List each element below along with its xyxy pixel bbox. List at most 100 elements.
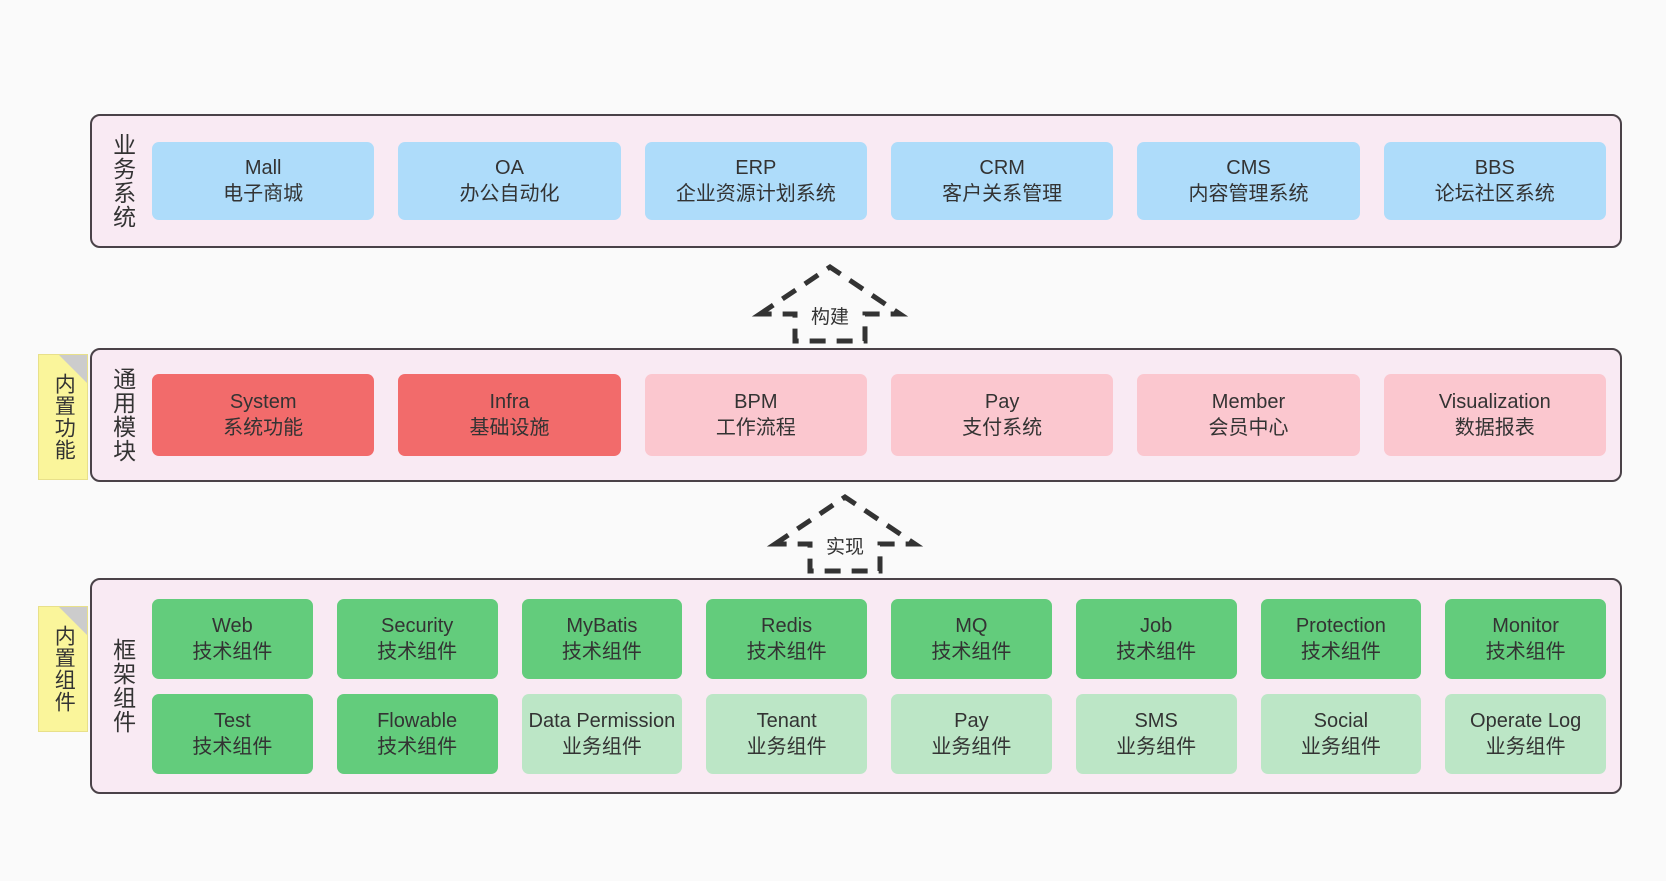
card-subtitle: 客户关系管理 xyxy=(942,183,1063,205)
card-subtitle: 技术组件 xyxy=(377,735,458,758)
card-title: Pay xyxy=(984,391,1020,413)
card-row: Mall 电子商城 OA 办公自动化 ERP 企业资源计划系统 CRM 客户关系… xyxy=(152,142,1606,220)
card-crm[interactable]: CRM 客户关系管理 xyxy=(890,142,1114,220)
card-cms[interactable]: CMS 内容管理系统 xyxy=(1137,142,1360,220)
card-title: Social xyxy=(1313,709,1369,732)
card-title: Monitor xyxy=(1492,614,1559,637)
card-subtitle: 技术组件 xyxy=(1300,640,1381,663)
card-mall[interactable]: Mall 电子商城 xyxy=(152,142,375,220)
card-title: BBS xyxy=(1474,157,1515,179)
card-protection[interactable]: Protection 技术组件 xyxy=(1260,598,1422,679)
card-subtitle: 技术组件 xyxy=(1116,640,1197,663)
card-row: Test 技术组件 Flowable 技术组件 Data Permission … xyxy=(152,693,1606,774)
card-subtitle: 支付系统 xyxy=(962,417,1043,439)
card-bpm[interactable]: BPM 工作流程 xyxy=(644,374,867,456)
connector-implement-label: 实现 xyxy=(823,532,867,559)
card-job[interactable]: Job 技术组件 xyxy=(1075,598,1237,679)
card-subtitle: 电子商城 xyxy=(223,183,304,205)
card-oa[interactable]: OA 办公自动化 xyxy=(398,142,621,220)
card-title: MQ xyxy=(955,614,988,637)
card-row: Web 技术组件 Security 技术组件 MyBatis 技术组件 Redi… xyxy=(152,598,1606,679)
card-monitor[interactable]: Monitor 技术组件 xyxy=(1445,598,1606,679)
card-title: CMS xyxy=(1226,157,1271,179)
card-title: MyBatis xyxy=(566,614,638,637)
card-title: System xyxy=(229,391,297,413)
card-row: System 系统功能 Infra 基础设施 BPM 工作流程 Pay 支付系统… xyxy=(152,374,1606,456)
card-test[interactable]: Test 技术组件 xyxy=(152,693,313,774)
card-title: Security xyxy=(381,614,454,637)
card-subtitle: 工作流程 xyxy=(715,417,796,439)
card-pay-component[interactable]: Pay 业务组件 xyxy=(891,693,1052,774)
card-security[interactable]: Security 技术组件 xyxy=(336,598,498,679)
card-subtitle: 技术组件 xyxy=(561,640,642,663)
card-title: Member xyxy=(1211,391,1286,413)
card-title: OA xyxy=(495,157,524,179)
layer-business-system: 业务系统 Mall 电子商城 OA 办公自动化 ERP 企业资源计划系统 CRM… xyxy=(90,114,1622,248)
card-operate-log[interactable]: Operate Log 业务组件 xyxy=(1445,693,1606,774)
card-subtitle: 业务组件 xyxy=(931,735,1012,758)
card-erp[interactable]: ERP 企业资源计划系统 xyxy=(644,142,867,220)
card-title: Pay xyxy=(954,709,989,732)
card-title: SMS xyxy=(1134,709,1178,732)
card-title: Visualization xyxy=(1438,391,1551,413)
card-redis[interactable]: Redis 技术组件 xyxy=(706,598,867,679)
card-flowable[interactable]: Flowable 技术组件 xyxy=(336,693,498,774)
card-subtitle: 数据报表 xyxy=(1454,417,1535,439)
sticky-note-label: 内置功能 xyxy=(52,373,76,461)
card-subtitle: 技术组件 xyxy=(931,640,1012,663)
card-subtitle: 技术组件 xyxy=(1485,640,1566,663)
card-subtitle: 系统功能 xyxy=(223,417,304,439)
card-mybatis[interactable]: MyBatis 技术组件 xyxy=(521,598,683,679)
card-data-permission[interactable]: Data Permission 业务组件 xyxy=(521,693,683,774)
card-infra[interactable]: Infra 基础设施 xyxy=(398,374,621,456)
card-title: Infra xyxy=(489,391,530,413)
card-visualization[interactable]: Visualization 数据报表 xyxy=(1383,374,1606,456)
card-title: Job xyxy=(1140,614,1173,637)
card-web[interactable]: Web 技术组件 xyxy=(152,598,313,679)
card-title: Test xyxy=(214,709,251,732)
card-title: Data Permission xyxy=(528,709,676,732)
card-member[interactable]: Member 会员中心 xyxy=(1137,374,1360,456)
up-arrow-dashed-icon xyxy=(766,493,924,574)
card-subtitle: 论坛社区系统 xyxy=(1434,183,1555,205)
card-title: Web xyxy=(211,614,253,637)
connector-build-label: 构建 xyxy=(808,302,852,329)
card-subtitle: 技术组件 xyxy=(192,735,273,758)
layer-body-common-module: System 系统功能 Infra 基础设施 BPM 工作流程 Pay 支付系统… xyxy=(142,350,1620,480)
card-subtitle: 业务组件 xyxy=(1300,735,1381,758)
card-subtitle: 技术组件 xyxy=(746,640,827,663)
layer-body-framework-component: Web 技术组件 Security 技术组件 MyBatis 技术组件 Redi… xyxy=(142,580,1620,792)
sticky-note-label: 内置组件 xyxy=(52,625,76,713)
card-subtitle: 内容管理系统 xyxy=(1188,183,1309,205)
connector-implement: 实现 xyxy=(766,492,924,574)
card-title: Mall xyxy=(244,157,282,179)
card-title: Protection xyxy=(1295,614,1386,637)
card-system[interactable]: System 系统功能 xyxy=(152,374,375,456)
card-subtitle: 业务组件 xyxy=(561,735,642,758)
card-subtitle: 技术组件 xyxy=(192,640,273,663)
card-tenant[interactable]: Tenant 业务组件 xyxy=(706,693,867,774)
card-subtitle: 业务组件 xyxy=(746,735,827,758)
card-title: CRM xyxy=(979,157,1025,179)
layer-title-common-module: 通用模块 xyxy=(109,367,136,463)
layer-framework-component: 框架组件 Web 技术组件 Security 技术组件 MyBatis 技术组件… xyxy=(90,578,1622,794)
card-subtitle: 办公自动化 xyxy=(459,183,560,205)
card-bbs[interactable]: BBS 论坛社区系统 xyxy=(1383,142,1606,220)
sticky-note-builtin-features: 内置功能 xyxy=(38,354,88,480)
card-title: Operate Log xyxy=(1470,709,1582,732)
card-subtitle: 企业资源计划系统 xyxy=(675,183,836,205)
layer-title-framework-component: 框架组件 xyxy=(109,638,136,734)
card-sms[interactable]: SMS 业务组件 xyxy=(1075,693,1237,774)
card-title: Redis xyxy=(761,614,813,637)
card-subtitle: 业务组件 xyxy=(1485,735,1566,758)
layer-body-business-system: Mall 电子商城 OA 办公自动化 ERP 企业资源计划系统 CRM 客户关系… xyxy=(142,116,1620,246)
card-pay[interactable]: Pay 支付系统 xyxy=(890,374,1114,456)
card-social[interactable]: Social 业务组件 xyxy=(1260,693,1422,774)
card-mq[interactable]: MQ 技术组件 xyxy=(891,598,1052,679)
card-title: ERP xyxy=(735,157,777,179)
card-subtitle: 会员中心 xyxy=(1208,417,1289,439)
layer-title-business-system: 业务系统 xyxy=(109,133,136,229)
card-title: BPM xyxy=(734,391,778,413)
sticky-note-builtin-components: 内置组件 xyxy=(38,606,88,732)
